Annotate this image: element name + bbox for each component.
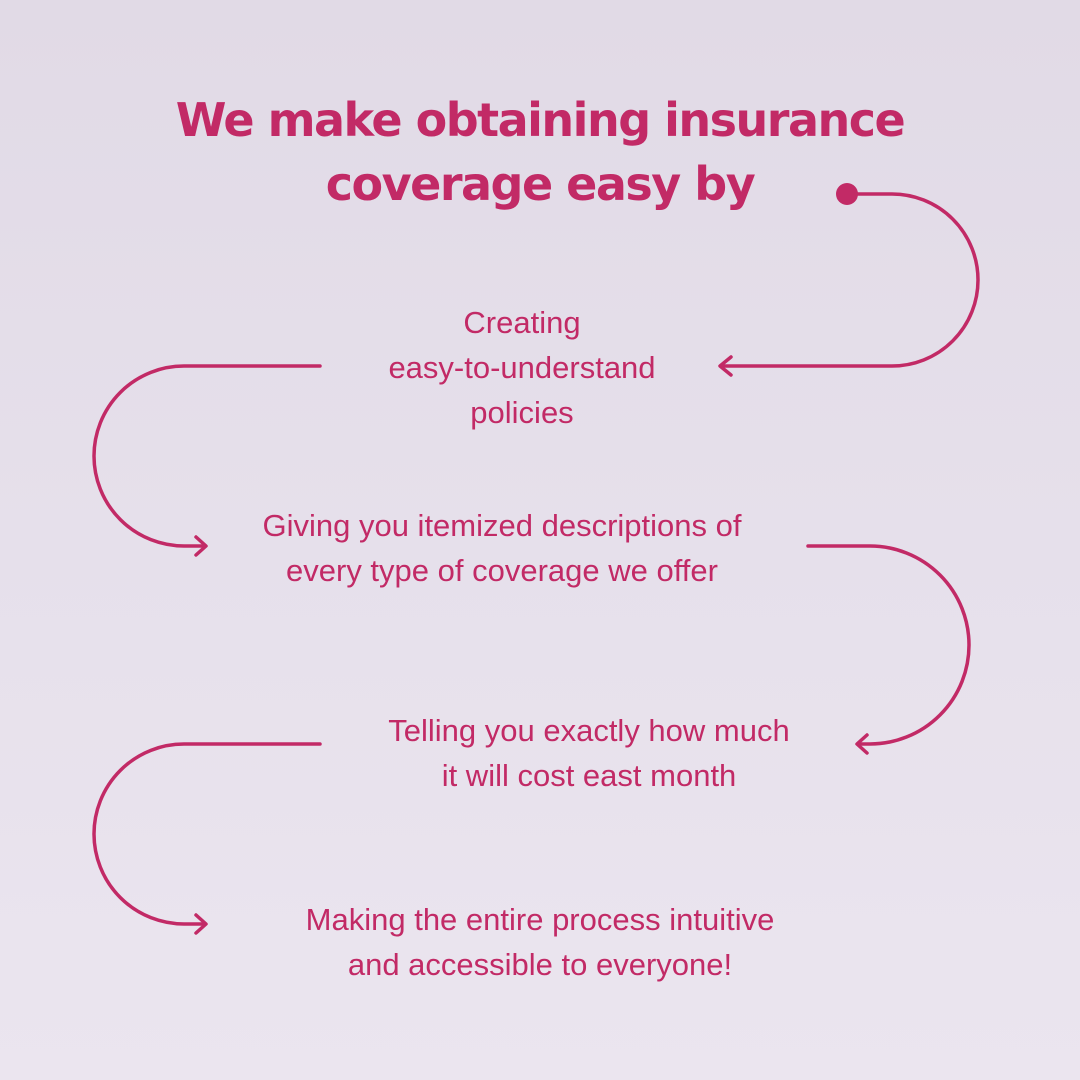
arrowhead-step-4: [194, 913, 208, 935]
title-line-2: coverage easy by: [325, 157, 756, 211]
step-2-line-2: every type of coverage we offer: [286, 553, 718, 588]
step-2-text: Giving you itemized descriptions of ever…: [212, 503, 792, 593]
step-4-text: Making the entire process intuitive and …: [250, 897, 830, 987]
arrowhead-step-3: [855, 733, 869, 755]
arrowhead-step-2: [194, 535, 208, 557]
page-title: We make obtaining insurance coverage eas…: [0, 88, 1080, 216]
step-3-line-2: it will cost east month: [441, 758, 737, 793]
connector-start-to-step-1: [720, 192, 980, 368]
step-3-line-1: Telling you exactly how much: [388, 713, 790, 748]
connector-step-3-to-step-4: [92, 742, 322, 926]
step-3-text: Telling you exactly how much it will cos…: [339, 708, 839, 798]
step-2-line-1: Giving you itemized descriptions of: [262, 508, 742, 543]
connector-step-1-to-step-2: [92, 364, 322, 548]
connector-step-2-to-step-3: [806, 544, 971, 746]
step-1-line-1: Creating: [463, 305, 581, 340]
step-1-line-2: easy-to-understand: [388, 350, 656, 385]
step-1-text: Creating easy-to-understand policies: [322, 300, 722, 435]
step-4-line-2: and accessible to everyone!: [347, 947, 733, 982]
step-1-line-3: policies: [470, 395, 574, 430]
step-4-line-1: Making the entire process intuitive: [305, 902, 775, 937]
arrowhead-step-1: [718, 355, 733, 377]
title-line-1: We make obtaining insurance: [175, 93, 906, 147]
